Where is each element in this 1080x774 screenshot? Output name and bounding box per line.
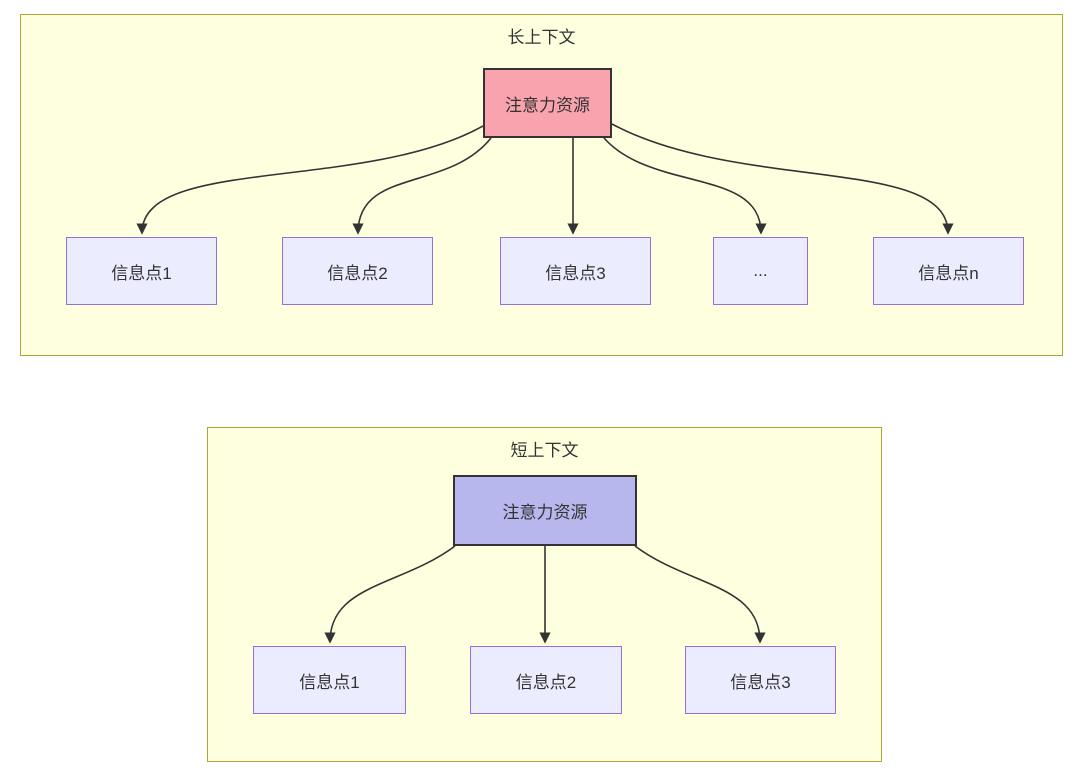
short-info-node-2: 信息点2 [470, 646, 622, 714]
long-context-title: 长上下文 [507, 28, 576, 47]
long-info-node-ellipsis: ... [713, 237, 808, 305]
attention-box-long: 注意力资源 [483, 68, 612, 138]
long-info-node-1: 信息点1 [66, 237, 217, 305]
short-context-title: 短上下文 [510, 441, 579, 460]
short-info-node-1: 信息点1 [253, 646, 406, 714]
long-info-node-3: 信息点3 [500, 237, 651, 305]
long-info-node-n: 信息点n [873, 237, 1024, 305]
attention-box-short: 注意力资源 [453, 475, 637, 546]
short-info-node-3: 信息点3 [685, 646, 836, 714]
long-info-node-2: 信息点2 [282, 237, 433, 305]
